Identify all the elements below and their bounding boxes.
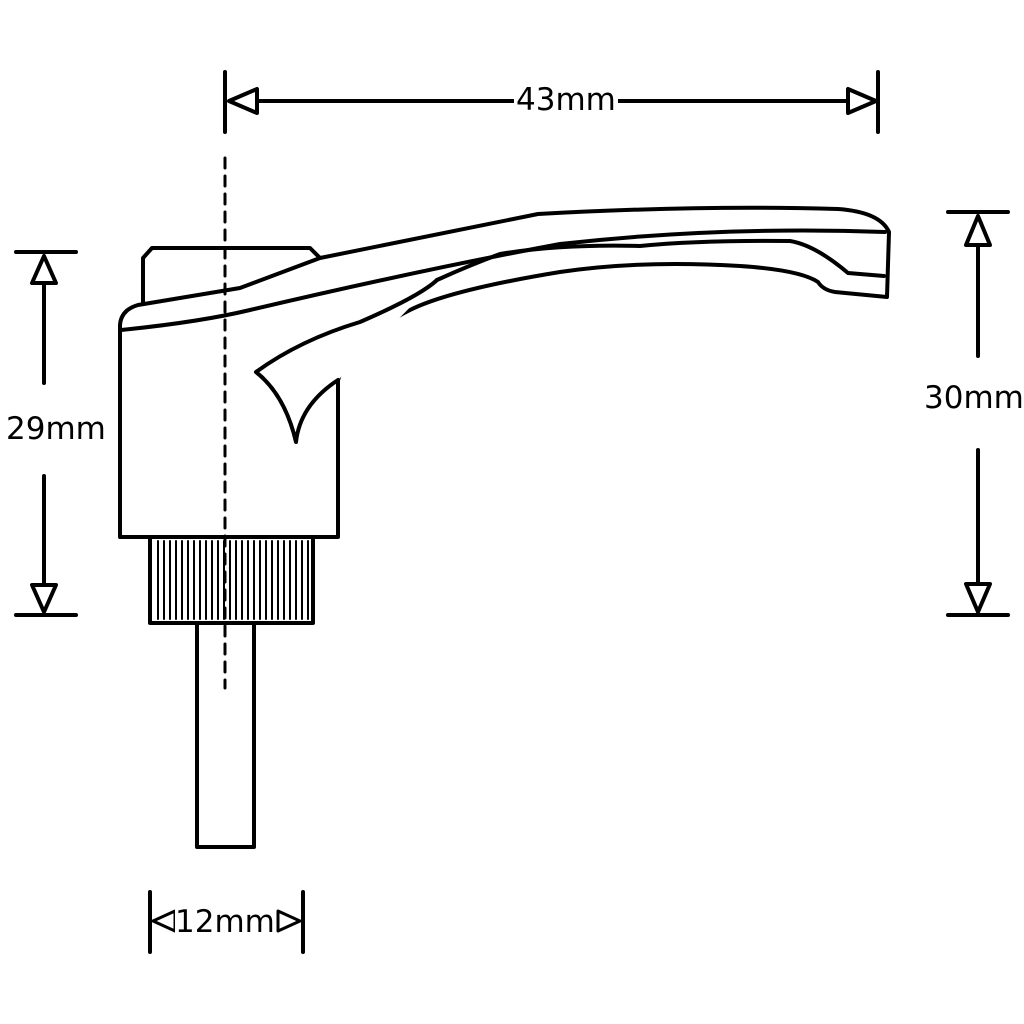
dim30-arrow-bottom [964, 582, 992, 614]
dim43-arrow-right [846, 87, 878, 115]
dim12-arrow-left [151, 909, 177, 933]
lever-top-line [119, 228, 887, 332]
dim29-arrow-bottom [30, 583, 58, 614]
dimension-label-height-30: 30mm [922, 380, 1024, 416]
dim30-arrow-top [964, 214, 992, 247]
lever-hook [254, 278, 439, 444]
dimension-label-width-43: 43mm [514, 82, 618, 118]
dimension-label-shaft-12: 12mm [175, 904, 275, 940]
knurled-ring [148, 535, 315, 625]
dim12-arrow-right [276, 909, 302, 933]
dim43-arrow-left [227, 87, 259, 115]
knurl-lines [157, 540, 309, 620]
dim29-arrow-top [30, 254, 58, 285]
threaded-shaft [195, 621, 256, 849]
lever-groove [435, 238, 886, 282]
lever-body [118, 205, 891, 539]
dimension-label-height-29: 29mm [4, 411, 108, 447]
body-top-cap [141, 246, 322, 304]
